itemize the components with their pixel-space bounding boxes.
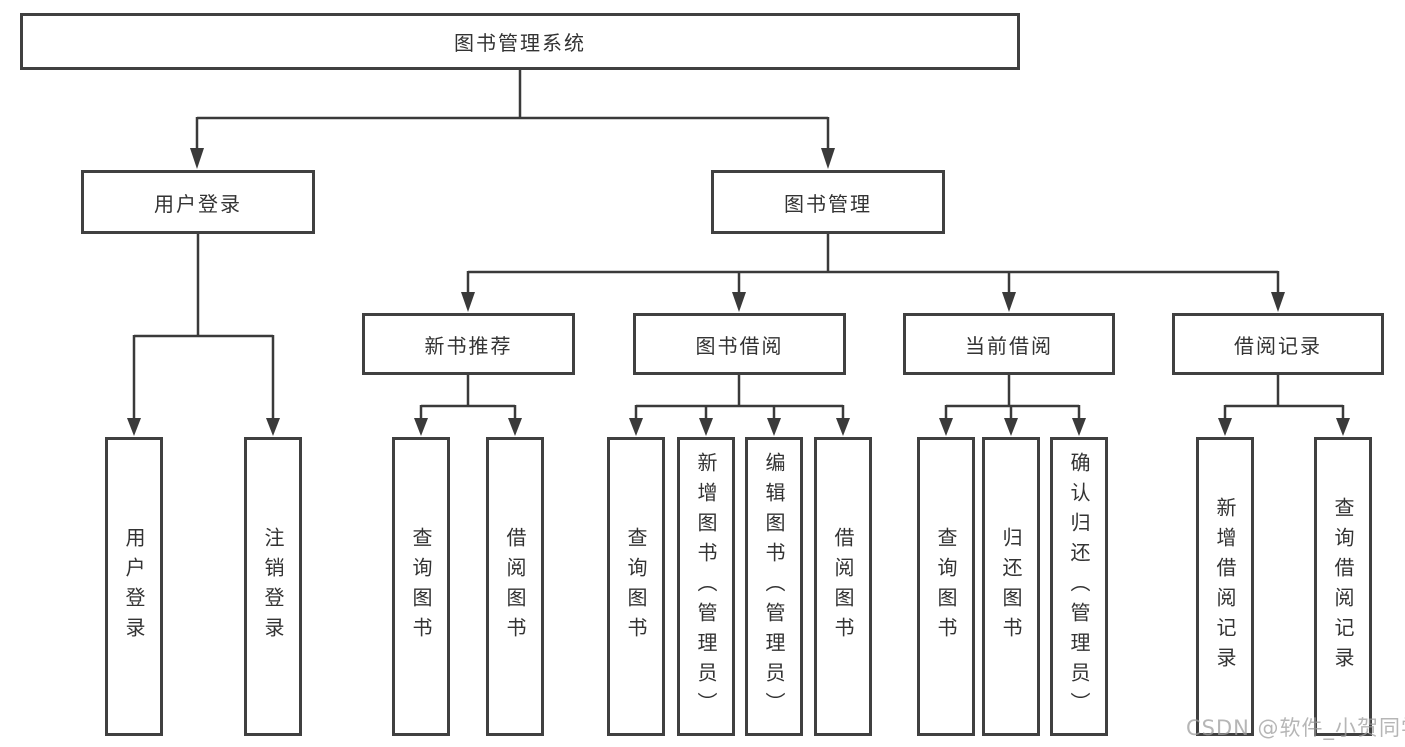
arrowhead	[127, 418, 141, 436]
leaf-add-borrow-record: 新增借阅记录	[1196, 437, 1254, 736]
node-label: 用户登录	[154, 191, 242, 216]
node-label: 图书借阅	[695, 333, 784, 358]
leaf-borrow-books: 借阅图书	[814, 437, 872, 736]
leaf-confirm-return-admin: 确认归还（管理员）	[1050, 437, 1108, 736]
node-label: 确认归还（管理员）	[1067, 451, 1091, 722]
leaf-add-books-admin: 新增图书（管理员）	[677, 437, 735, 736]
node-label: 新增图书（管理员）	[694, 451, 718, 722]
arrowhead	[699, 418, 713, 436]
node-label: 用户登录	[122, 526, 146, 647]
node-current-borrow: 当前借阅	[903, 313, 1115, 375]
node-book-management: 图书管理	[711, 170, 945, 234]
leaf-query-books-current: 查询图书	[917, 437, 975, 736]
arrowhead	[836, 418, 850, 436]
arrowhead	[461, 292, 475, 312]
leaf-borrow-books-recommend: 借阅图书	[486, 437, 544, 736]
node-label: 归还图书	[999, 526, 1023, 647]
node-label: 图书管理	[784, 191, 872, 216]
leaf-return-books: 归还图书	[982, 437, 1040, 736]
node-label: 借阅记录	[1234, 333, 1322, 358]
arrowhead	[732, 292, 746, 312]
leaf-edit-books-admin: 编辑图书（管理员）	[745, 437, 803, 736]
arrowhead	[266, 418, 280, 436]
arrowhead	[508, 418, 522, 436]
arrowhead	[1271, 292, 1285, 312]
node-library-management-system: 图书管理系统	[20, 13, 1020, 70]
node-label: 编辑图书（管理员）	[762, 451, 786, 722]
node-label: 查询图书	[934, 526, 958, 647]
node-label: 新书推荐	[424, 333, 513, 358]
arrowhead	[939, 418, 953, 436]
arrowhead	[821, 148, 835, 169]
leaf-query-books-borrow: 查询图书	[607, 437, 665, 736]
node-book-borrow: 图书借阅	[633, 313, 846, 375]
leaf-query-books-recommend: 查询图书	[392, 437, 450, 736]
arrowhead	[1336, 418, 1350, 436]
node-label: 查询图书	[624, 526, 648, 647]
node-new-book-recommend: 新书推荐	[362, 313, 575, 375]
node-label: 图书管理系统	[454, 31, 586, 55]
arrowhead	[1218, 418, 1232, 436]
leaf-user-login: 用户登录	[105, 437, 163, 736]
arrowhead	[767, 418, 781, 436]
arrowhead	[190, 148, 204, 169]
leaf-query-borrow-record: 查询借阅记录	[1314, 437, 1372, 736]
node-label: 当前借阅	[965, 333, 1053, 358]
node-label: 借阅图书	[831, 526, 855, 647]
arrowhead	[1004, 418, 1018, 436]
csdn-watermark: CSDN @软件_小贺同学	[1186, 716, 1405, 740]
arrowhead	[629, 418, 643, 436]
arrowhead	[1072, 418, 1086, 436]
arrowhead	[1002, 292, 1016, 312]
arrowhead	[414, 418, 428, 436]
leaf-logout: 注销登录	[244, 437, 302, 736]
node-label: 借阅图书	[503, 526, 527, 647]
node-borrow-records: 借阅记录	[1172, 313, 1384, 375]
node-label: 查询图书	[409, 526, 433, 647]
node-label: 新增借阅记录	[1213, 496, 1237, 677]
node-user-login: 用户登录	[81, 170, 315, 234]
node-label: 查询借阅记录	[1331, 496, 1355, 677]
arrowheads	[127, 148, 1350, 436]
node-label: 注销登录	[261, 526, 285, 647]
